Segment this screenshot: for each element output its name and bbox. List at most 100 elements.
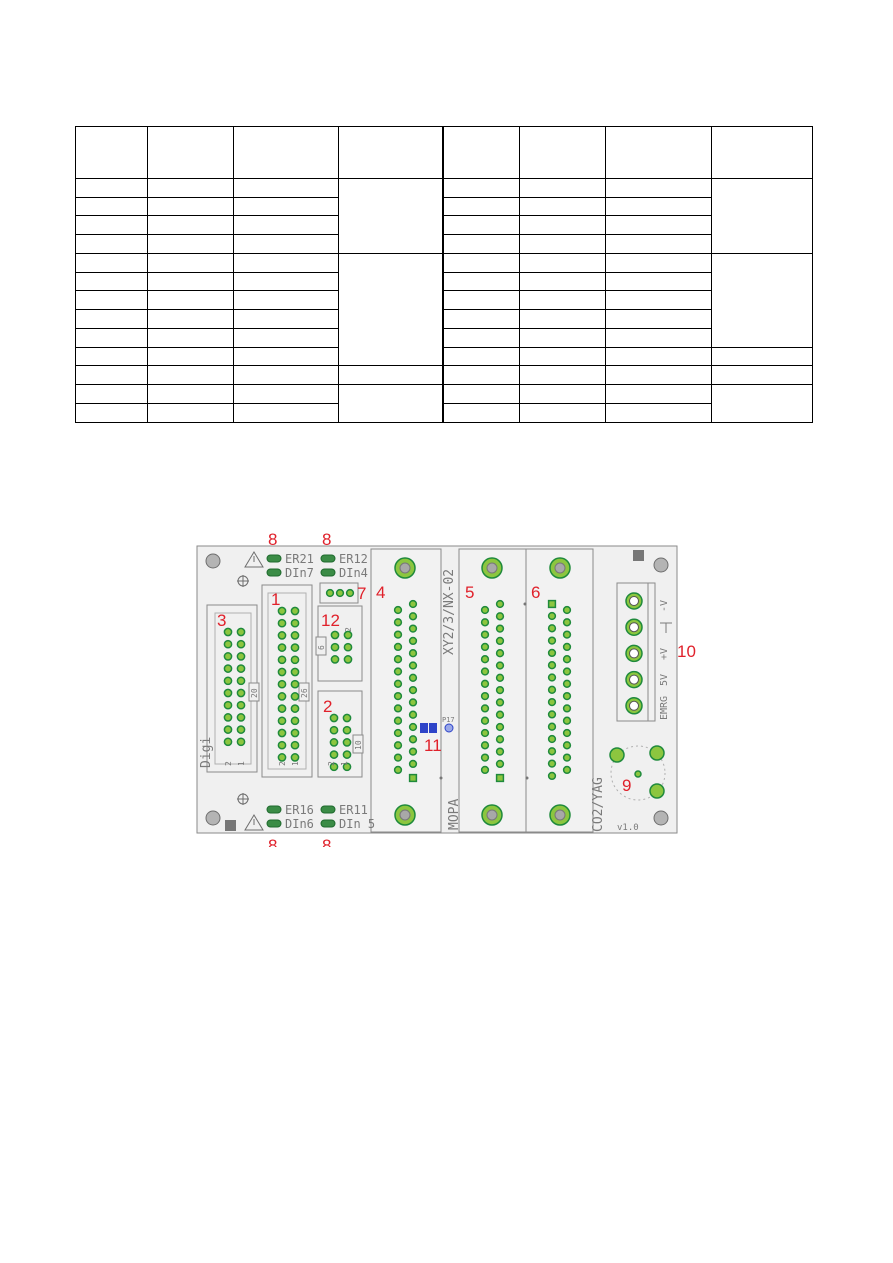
table-cell xyxy=(711,178,813,254)
mopa-dsub-pin xyxy=(495,698,505,707)
co2-dsub-pin xyxy=(547,697,557,707)
silk-digi: Digi xyxy=(199,737,214,768)
xy2-dsub-pin xyxy=(408,636,418,646)
silk-pwr-emrg: EMRG xyxy=(659,696,670,720)
digi-header-pin xyxy=(236,664,246,673)
table-cell xyxy=(233,234,339,254)
header-26-pin xyxy=(290,631,300,640)
p17-pad xyxy=(444,723,454,733)
table-cell xyxy=(233,197,339,216)
screw-hole xyxy=(554,562,566,574)
header-26-pin xyxy=(290,740,300,750)
table-cell xyxy=(605,215,712,235)
xy2-dsub-pin xyxy=(408,685,418,695)
table-cell xyxy=(711,384,813,423)
table-cell xyxy=(711,347,813,366)
header-10-pin xyxy=(342,738,352,747)
ground-symbol xyxy=(660,622,672,633)
table-cell xyxy=(605,347,712,366)
callout-6: 6 xyxy=(531,583,540,602)
mopa-dsub-pin xyxy=(480,741,490,750)
co2-dsub-pin xyxy=(562,741,572,750)
table-cell xyxy=(519,384,606,404)
table-cell xyxy=(338,126,444,179)
silk-er11: ER11 xyxy=(339,803,368,817)
mopa-dsub-pin xyxy=(495,612,505,621)
mopa-dsub-pin xyxy=(495,747,505,756)
table-cell xyxy=(75,197,148,216)
silk-pwr-pos: +V xyxy=(659,648,670,660)
co2-dsub-pin xyxy=(547,759,557,768)
digi-header-pin xyxy=(236,713,246,722)
co2-round-connector-outline xyxy=(610,745,666,801)
silk-pin2-h26: 2 xyxy=(278,761,287,766)
silk-din6: DIn6 xyxy=(285,817,314,831)
header-26-pin xyxy=(277,643,287,652)
xy2-dsub-pin xyxy=(393,741,403,750)
table-cell xyxy=(147,290,234,310)
xy2-dsub-pin xyxy=(408,722,418,732)
mopa-dsub-pin xyxy=(480,605,490,615)
co2-dsub-pin xyxy=(562,642,572,652)
digi-header-pin xyxy=(223,713,233,722)
mopa-dsub-pin xyxy=(480,753,490,762)
pin-count-tab xyxy=(352,734,364,754)
xy2-dsub-pin xyxy=(393,716,403,725)
table-cell xyxy=(338,253,444,366)
pcb-board-diagram: ER21 DIn7 ER12 DIn4 ER16 DIn6 ER11 DIn 5… xyxy=(196,530,696,847)
mopa-dsub-pin xyxy=(480,642,490,652)
table-cell xyxy=(442,384,520,404)
table-cell xyxy=(605,290,712,310)
table-cell xyxy=(519,215,606,235)
table-cell xyxy=(442,290,520,310)
header-26-pin xyxy=(290,606,300,616)
co2-dsub-pin xyxy=(547,673,557,682)
header-26-pin xyxy=(277,606,287,616)
co2-dsub-pin xyxy=(547,685,557,694)
header-6-pin xyxy=(330,630,340,640)
header-3-body xyxy=(319,582,359,604)
mopa-dsub-pin xyxy=(495,636,505,646)
mopa-dsub-pin xyxy=(480,679,490,688)
table-cell xyxy=(147,403,234,423)
table-cell xyxy=(442,253,520,273)
xy2-dsub-pin xyxy=(408,624,418,633)
callout-12: 12 xyxy=(321,611,340,630)
table-cell xyxy=(147,309,234,329)
screw-hole xyxy=(486,809,498,821)
header-10-pin xyxy=(329,713,339,723)
header-26-pin xyxy=(290,704,300,713)
table-cell xyxy=(338,384,444,423)
crosshair-marks xyxy=(237,575,249,805)
co2-dsub-pin xyxy=(547,661,557,670)
silk-pin2-h10: 2 xyxy=(327,761,336,766)
header-26-pin xyxy=(290,643,300,652)
silk-h10: 10 xyxy=(354,740,363,750)
table-cell xyxy=(442,403,520,423)
table-cell xyxy=(147,197,234,216)
co2-connector-panel xyxy=(525,548,594,833)
digi-header-pin xyxy=(223,725,233,734)
header-26-pin xyxy=(277,753,287,762)
xy2-dsub-pin xyxy=(393,691,403,701)
silk-er12: ER12 xyxy=(339,552,368,566)
table-cell xyxy=(519,234,606,254)
co2-round-connector-pin xyxy=(649,745,665,761)
mopa-dsub-pin xyxy=(495,649,505,658)
table-cell xyxy=(147,328,234,348)
table-cell xyxy=(605,365,712,385)
xy2-dsub-pin-1 xyxy=(408,773,418,783)
callout-1: 1 xyxy=(271,590,280,609)
digi-header-pin xyxy=(236,676,246,686)
co2-dsub-pin xyxy=(547,710,557,719)
table-cell xyxy=(147,234,234,254)
table-cell xyxy=(442,126,520,179)
table-cell xyxy=(442,328,520,348)
pads-layer xyxy=(223,557,665,826)
digi-header-pin xyxy=(223,639,233,649)
header-10-pin xyxy=(342,725,352,735)
digi-header-pin xyxy=(223,676,233,686)
header-26-pin xyxy=(290,655,300,665)
xy2-dsub-pin xyxy=(408,612,418,621)
mopa-dsub-pin xyxy=(480,618,490,627)
